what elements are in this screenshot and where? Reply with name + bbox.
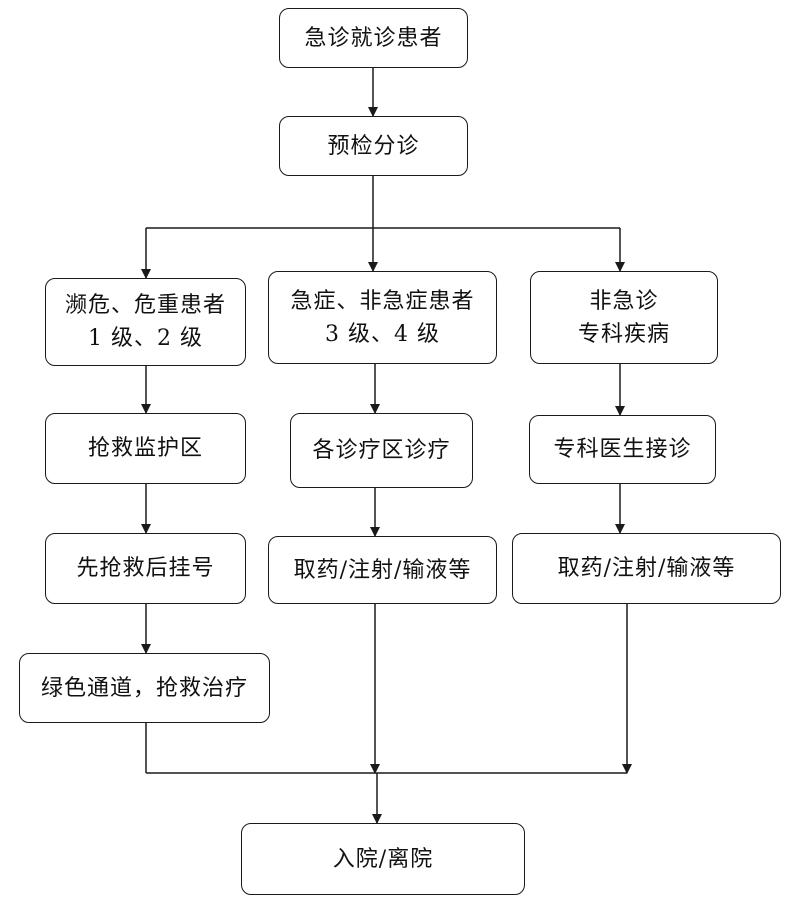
nonurgent-line-2: 专科疾病 — [577, 321, 670, 347]
specialist-box: 专科医生接诊 — [529, 415, 716, 484]
meds-nonurgent-label: 取药/注射/输液等 — [557, 556, 736, 581]
rescue-monitoring-area-box: 抢救监护区 — [45, 413, 246, 484]
triage-label: 预检分诊 — [327, 133, 420, 159]
critical-line-1: 濒危、危重患者 — [64, 293, 226, 318]
department-clinics-box: 各诊疗区诊疗 — [290, 413, 473, 488]
critical-line-2: 1 级、2 级 — [88, 326, 203, 351]
rescue-area-label: 抢救监护区 — [87, 436, 203, 461]
nonurgent-box: 非急诊 专科疾病 — [530, 271, 718, 364]
meds-urgent-label: 取药/注射/输液等 — [293, 557, 472, 583]
urgent-line-2: 3 级、4 级 — [325, 321, 440, 347]
meds-nonurgent-box: 取药/注射/输液等 — [512, 533, 781, 604]
rescue-first-label: 先抢救后挂号 — [76, 556, 215, 581]
critical-patients-box: 濒危、危重患者 1 级、2 级 — [45, 278, 246, 366]
start-box: 急诊就诊患者 — [279, 8, 468, 68]
triage-box: 预检分诊 — [279, 116, 468, 176]
specialist-label: 专科医生接诊 — [553, 437, 692, 462]
end-label: 入院/离院 — [332, 846, 434, 872]
end-box: 入院/离院 — [241, 823, 525, 895]
meds-urgent-box: 取药/注射/输液等 — [268, 536, 497, 604]
dept-clinics-label: 各诊疗区诊疗 — [312, 438, 451, 463]
urgent-patients-box: 急症、非急症患者 3 级、4 级 — [268, 271, 497, 364]
start-label: 急诊就诊患者 — [304, 25, 443, 51]
rescue-first-box: 先抢救后挂号 — [45, 533, 246, 604]
nonurgent-line-1: 非急诊 — [589, 288, 659, 314]
urgent-line-1: 急症、非急症患者 — [290, 288, 475, 314]
green-channel-label: 绿色通道，抢救治疗 — [40, 675, 248, 701]
green-channel-box: 绿色通道，抢救治疗 — [19, 653, 270, 723]
